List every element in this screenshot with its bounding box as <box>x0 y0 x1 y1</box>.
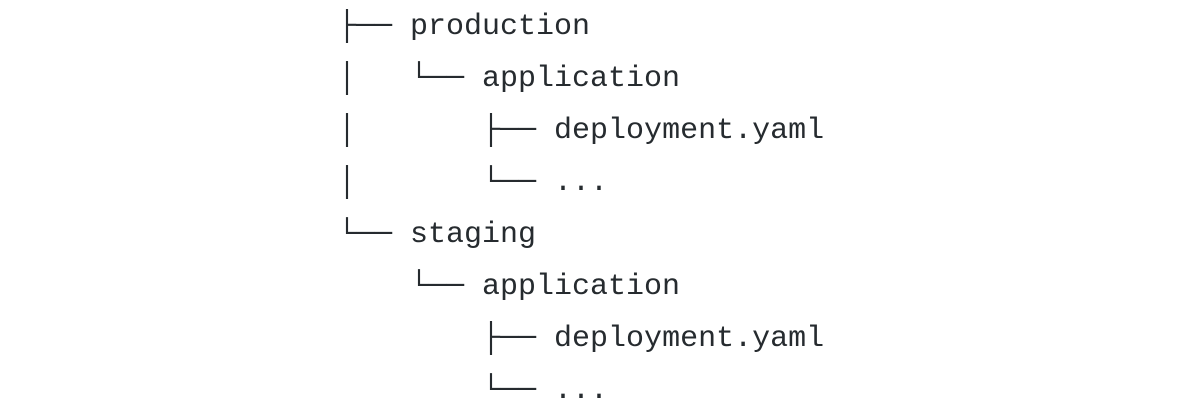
tree-branch-connector: │ ├── <box>338 114 555 148</box>
tree-line-production-ellipsis: │ └── ... <box>338 157 824 209</box>
tree-branch-connector: └── <box>338 270 483 304</box>
folder-name-application: application <box>482 62 681 96</box>
tree-branch-connector: ├── <box>338 322 555 356</box>
folder-name-application: application <box>482 270 681 304</box>
ellipsis-entry: ... <box>554 166 609 200</box>
tree-branch-connector: └── <box>338 374 555 408</box>
file-name-deployment-yaml: deployment.yaml <box>554 114 825 148</box>
tree-branch-connector: └── <box>338 218 411 252</box>
tree-line-staging-application: └── application <box>338 261 824 313</box>
tree-line-staging: └── staging <box>338 209 824 261</box>
tree-branch-connector: ├── <box>338 10 411 44</box>
tree-line-production: ├── production <box>338 1 824 53</box>
tree-line-staging-ellipsis: └── ... <box>338 365 824 417</box>
tree-branch-connector: │ └── <box>338 62 483 96</box>
tree-line-production-deployment: │ ├── deployment.yaml <box>338 105 824 157</box>
tree-line-production-application: │ └── application <box>338 53 824 105</box>
ellipsis-entry: ... <box>554 374 609 408</box>
folder-name-staging: staging <box>410 218 537 252</box>
file-name-deployment-yaml: deployment.yaml <box>554 322 825 356</box>
directory-tree: ├── production │ └── application │ ├── d… <box>338 0 824 417</box>
tree-branch-connector: │ └── <box>338 166 555 200</box>
folder-name-production: production <box>410 10 591 44</box>
tree-line-staging-deployment: ├── deployment.yaml <box>338 313 824 365</box>
